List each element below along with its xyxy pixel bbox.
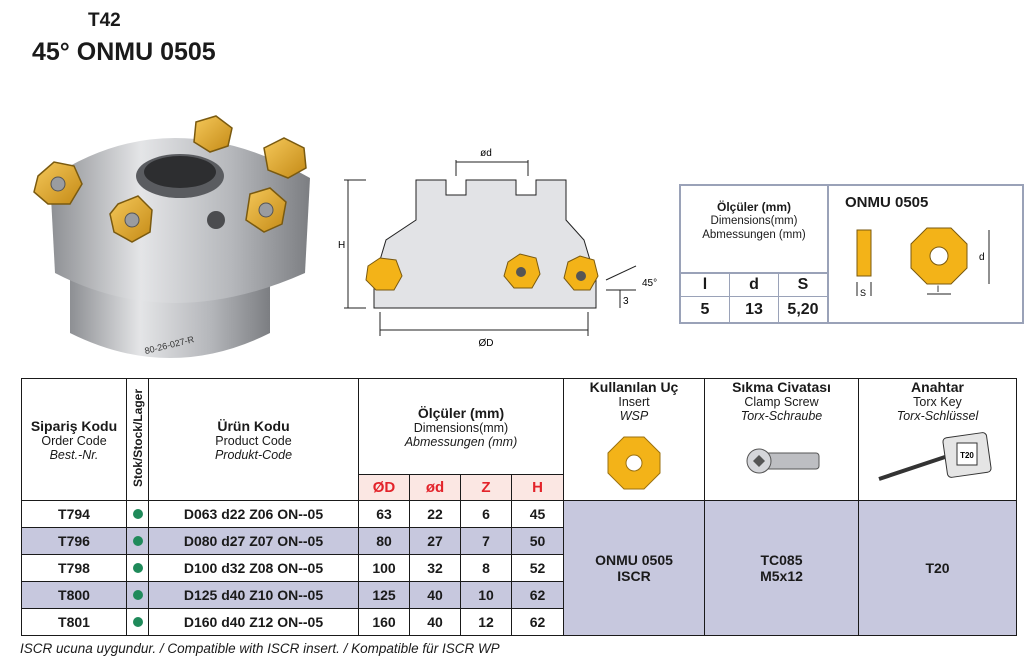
insert-views-drawing: S d l xyxy=(856,227,990,298)
label-angle: 45° xyxy=(642,278,657,289)
label-depth: 3 xyxy=(623,296,629,307)
spec-col-s: S xyxy=(779,274,829,296)
spec-face-l: l xyxy=(937,284,939,294)
subcol-d: ød xyxy=(409,474,461,501)
row-product: D160 d40 Z12 ON--05 xyxy=(148,608,359,636)
row-D: 125 xyxy=(358,581,410,609)
spec-val-d: 13 xyxy=(730,296,779,322)
spec-face-d: d xyxy=(979,252,985,263)
row-product: D080 d27 Z07 ON--05 xyxy=(148,527,359,555)
row-d: 22 xyxy=(409,500,461,528)
table-row: T800 D125 d40 Z10 ON--05 125 40 10 62 xyxy=(21,581,1017,609)
torx-key-icon: T20 xyxy=(877,432,992,481)
row-Z: 6 xyxy=(460,500,512,528)
table-row: T794 D063 d22 Z06 ON--05 63 22 6 45 ONMU… xyxy=(21,500,1017,636)
subcol-D: ØD xyxy=(358,474,410,501)
row-d: 40 xyxy=(409,608,461,636)
row-code: T800 xyxy=(21,581,127,609)
row-product: D125 d40 Z10 ON--05 xyxy=(148,581,359,609)
row-H: 45 xyxy=(511,500,564,528)
row-code: T801 xyxy=(21,608,127,636)
label-diameter: ØD xyxy=(479,338,494,349)
row-H: 62 xyxy=(511,581,564,609)
spec-col-l: l xyxy=(681,274,730,296)
screw-icon xyxy=(746,448,819,474)
spec-heading-tr: Ölçüler (mm) xyxy=(716,200,791,214)
stock-dot xyxy=(126,608,149,636)
subcol-z: Z xyxy=(460,474,512,501)
insert-spec-box: Ölçüler (mm) Dimensions(mm) Abmessungen … xyxy=(679,184,1024,324)
spec-heading-de: Abmessungen (mm) xyxy=(702,229,806,241)
stock-dot xyxy=(126,527,149,555)
row-D: 80 xyxy=(358,527,410,555)
key-value: T20 xyxy=(858,500,1017,636)
row-code: T796 xyxy=(21,527,127,555)
row-H: 50 xyxy=(511,527,564,555)
table-row: T801 D160 d40 Z12 ON--05 160 40 12 62 xyxy=(21,608,1017,636)
col-dimensions: Ölçüler (mm)Dimensions(mm)Abmessungen (m… xyxy=(358,378,564,475)
technical-drawing: ød H ØD 45° 3 xyxy=(338,148,657,349)
insert-icon xyxy=(607,436,661,490)
spec-col-d: d xyxy=(730,274,779,296)
row-D: 100 xyxy=(358,554,410,582)
label-d-bore: ød xyxy=(480,148,492,159)
footer-note: ISCR ucuna uygundur. / Compatible with I… xyxy=(20,641,500,656)
subcol-h: H xyxy=(511,474,564,501)
row-Z: 10 xyxy=(460,581,512,609)
row-product: D100 d32 Z08 ON--05 xyxy=(148,554,359,582)
row-D: 63 xyxy=(358,500,410,528)
table-row: T796 D080 d27 Z07 ON--05 80 27 7 50 xyxy=(21,527,1017,555)
milling-cutter-photo: 80-26-027-R xyxy=(33,115,310,358)
spec-heading: Ölçüler (mm) Dimensions(mm) Abmessungen … xyxy=(681,186,829,274)
spec-insert-name: ONMU 0505 xyxy=(845,194,929,211)
spec-side-s: S xyxy=(860,288,866,298)
label-height: H xyxy=(338,240,345,251)
spec-val-l: 5 xyxy=(681,296,730,322)
row-Z: 7 xyxy=(460,527,512,555)
row-H: 52 xyxy=(511,554,564,582)
torx-key-tag: T20 xyxy=(960,451,974,460)
row-Z: 8 xyxy=(460,554,512,582)
row-d: 27 xyxy=(409,527,461,555)
stock-dot xyxy=(126,554,149,582)
row-d: 40 xyxy=(409,581,461,609)
row-code: T794 xyxy=(21,500,127,528)
row-d: 32 xyxy=(409,554,461,582)
stock-dot xyxy=(126,500,149,528)
row-H: 62 xyxy=(511,608,564,636)
spec-heading-en: Dimensions(mm) xyxy=(710,215,798,227)
row-D: 160 xyxy=(358,608,410,636)
series-code: T42 xyxy=(88,10,121,31)
stock-dot xyxy=(126,581,149,609)
row-product: D063 d22 Z06 ON--05 xyxy=(148,500,359,528)
row-Z: 12 xyxy=(460,608,512,636)
col-stock: Stok/Stock/Lager xyxy=(126,378,149,501)
page-title: 45° ONMU 0505 xyxy=(32,38,216,66)
row-code: T798 xyxy=(21,554,127,582)
spec-val-s: 5,20 xyxy=(779,296,829,322)
